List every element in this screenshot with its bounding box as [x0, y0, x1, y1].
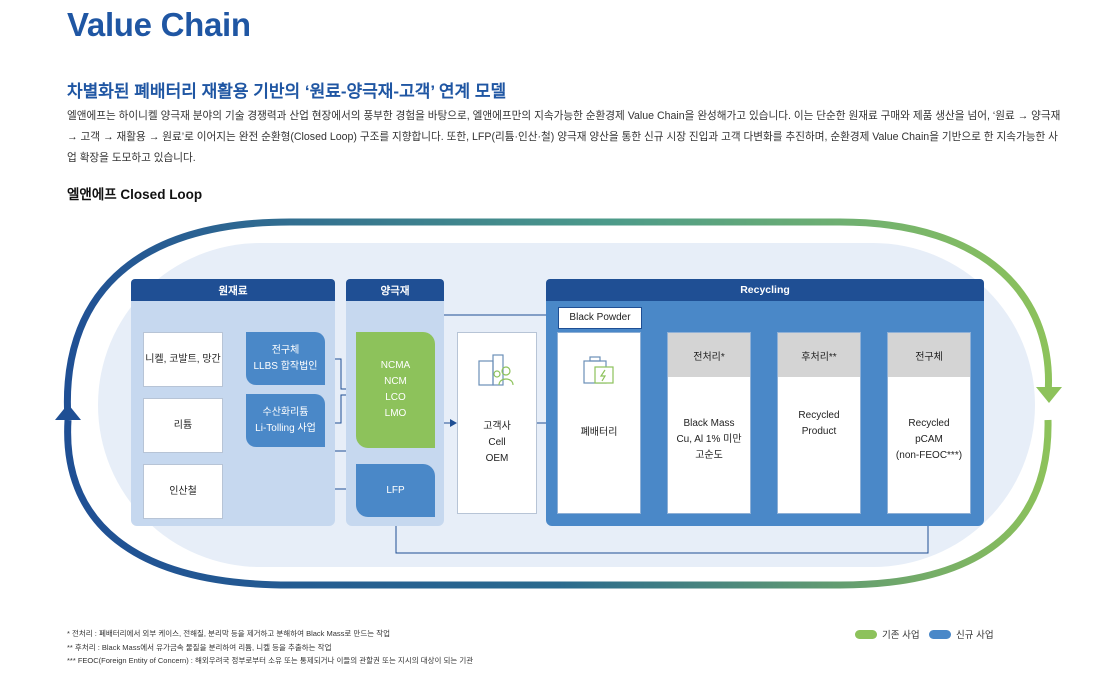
posttreatment-line-1: Recycled [798, 409, 840, 421]
lithium-hydroxide-box: 수산화리튬 Li-Tolling 사업 [246, 394, 325, 447]
posttreatment-line-2: Product [801, 425, 837, 437]
input-ni-co-mn: 니켈, 코발트, 망간 [143, 332, 223, 387]
black-powder-label: Black Powder [558, 307, 642, 329]
waste-battery-box: 폐배터리 [557, 332, 641, 514]
cathode-lco: LCO [385, 392, 406, 403]
input-iron-phosphate: 인산철 [143, 464, 223, 519]
precursor-llbs-box: 전구체 LLBS 합작법인 [246, 332, 325, 385]
pretreatment-line-3: 고순도 [695, 449, 723, 461]
footnote-pretreatment: * 전처리 : 폐배터리에서 외부 케이스, 전해질, 분리막 등을 제거하고 … [67, 629, 390, 638]
battery-icon [583, 356, 614, 384]
page-title: Value Chain [67, 6, 251, 43]
footnote-posttreatment: ** 후처리 : Black Mass에서 유가금속 물질을 분리하여 리튬, … [67, 643, 332, 652]
recycled-precursor-line-1: Recycled [908, 417, 950, 429]
customer-label: 고객사 [483, 421, 511, 432]
legend-new-label: 신규 사업 [956, 630, 994, 641]
pretreatment-line-1: Black Mass [683, 417, 735, 429]
legend-existing-label: 기존 사업 [882, 630, 920, 641]
pretreatment-line-2: Cu, Al 1% 미만 [676, 433, 742, 445]
footnote-feoc: *** FEOC(Foreign Entity of Concern) : 해외… [67, 656, 474, 665]
cathode-ncm: NCM [384, 376, 407, 387]
lfp-box: LFP [356, 464, 435, 517]
loop-arc-bottom [64, 419, 1052, 589]
pretreatment-head: 전처리* [668, 333, 750, 377]
li-tolling-label: Li-Tolling 사업 [255, 422, 316, 434]
waste-battery-label: 폐배터리 [580, 427, 618, 438]
posttreatment-head: 후처리** [778, 333, 860, 377]
recycled-precursor-box: 전구체 Recycled pCAM (non-FEOC***) [887, 332, 971, 514]
legend-new: 신규 사업 [929, 627, 994, 641]
llbs-label: LLBS 합작법인 [253, 360, 318, 372]
posttreatment-box: 후처리** Recycled Product [777, 332, 861, 514]
cathode-lmo: LMO [384, 408, 407, 419]
recycled-precursor-head: 전구체 [888, 333, 970, 377]
cathode-ncma: NCMA [380, 360, 411, 371]
recycled-precursor-line-3: (non-FEOC***) [895, 449, 963, 461]
recycling-header: Recycling [546, 279, 984, 301]
customer-cell: Cell [488, 437, 506, 448]
diagram-title: 엘앤에프 Closed Loop [67, 187, 203, 202]
customer-oem: OEM [485, 453, 509, 464]
customer-icon [478, 354, 514, 386]
lfp-label: LFP [386, 484, 405, 496]
input-lithium: 리튬 [143, 398, 223, 453]
legend-new-swatch [929, 629, 951, 639]
pretreatment-box: 전처리* Black Mass Cu, Al 1% 미만 고순도 [667, 332, 751, 514]
intro-paragraph: 엘앤에프는 하이니켈 양극재 분야의 기술 경쟁력과 산업 현장에서의 풍부한 … [67, 110, 1061, 164]
precursor-label: 전구체 [271, 344, 300, 356]
section-subtitle: 차별화된 폐배터리 재활용 기반의 ‘원료-양극재-고객’ 연계 모델 [67, 82, 507, 101]
existing-cathode-box: NCMA NCM LCO LMO [356, 332, 435, 448]
loop-arc-top [63, 218, 1053, 421]
customer-box: 고객사 Cell OEM [457, 332, 537, 514]
raw-materials-header: 원재료 [131, 279, 335, 301]
legend-existing-swatch [855, 629, 877, 639]
legend-existing: 기존 사업 [855, 627, 920, 641]
cathode-header: 양극재 [346, 279, 444, 301]
loop-arrowhead-right [1036, 387, 1062, 403]
recycled-precursor-line-2: pCAM [915, 433, 943, 445]
loop-arrowhead-left [55, 404, 81, 420]
lithium-hydroxide-label: 수산화리튬 [262, 406, 309, 418]
